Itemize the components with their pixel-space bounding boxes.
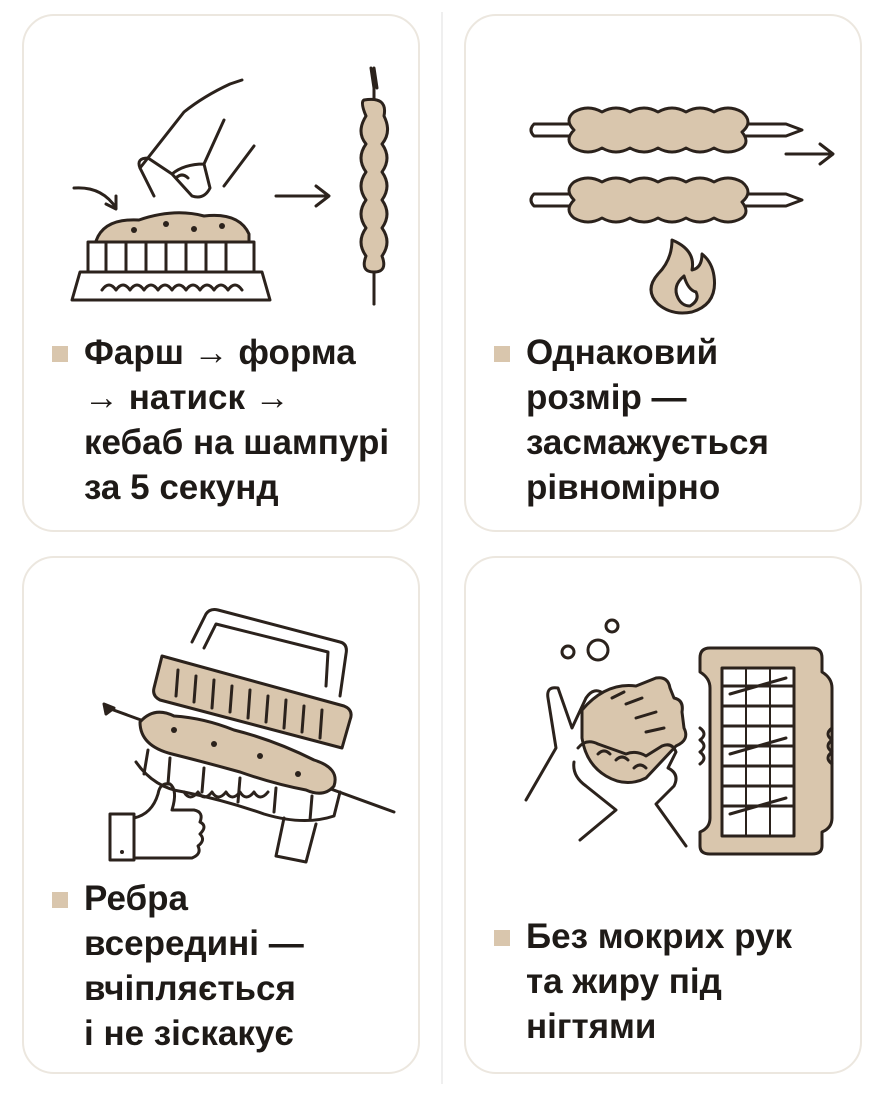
mince-mold-kebab-illustration [44,36,400,326]
caption-line: Без мокрих рук [526,917,793,956]
card-caption: Ребра всередині — вчіпляється і не зіска… [84,876,304,1056]
skewers-fire-illustration [486,36,842,326]
card-caption: Без мокрих рук та жиру під нігтями [526,914,792,1049]
caption-line: вчіпляється [84,969,296,1008]
caption-line: кебаб на шампурі [84,423,390,462]
caption-line: нігтями [526,1007,657,1046]
card-caption: Фарш → форма → натиск → кебаб на шампурі… [84,330,389,510]
caption-line: та жиру під [526,962,722,1001]
bullet-square [494,346,510,362]
caption-line: → натиск → [84,378,290,417]
caption-line: і не зіскакує [84,1014,294,1053]
clean-hands-mold-illustration [486,578,842,868]
caption-line: рівномірно [526,468,721,507]
bullet-square [494,930,510,946]
caption-line: розмір — [526,378,687,417]
feature-card-speed: Фарш → форма → натиск → кебаб на шампурі… [22,14,420,532]
press-ribs-thumbs-up-illustration [44,578,400,868]
caption-line: Фарш → форма [84,333,356,372]
card-caption: Однаковий розмір — засмажується рівномір… [526,330,769,510]
caption-line: за 5 секунд [84,468,279,507]
feature-card-ribs: Ребра всередині — вчіпляється і не зіска… [22,556,420,1074]
caption-line: всередині — [84,924,304,963]
caption-line: Однаковий [526,333,719,372]
feature-card-clean-hands: Без мокрих рук та жиру під нігтями [464,556,862,1074]
bullet-square [52,892,68,908]
bullet-square [52,346,68,362]
caption-line: засмажується [526,423,769,462]
feature-card-even-size: Однаковий розмір — засмажується рівномір… [464,14,862,532]
grid-divider [441,12,443,1084]
caption-line: Ребра [84,879,188,918]
